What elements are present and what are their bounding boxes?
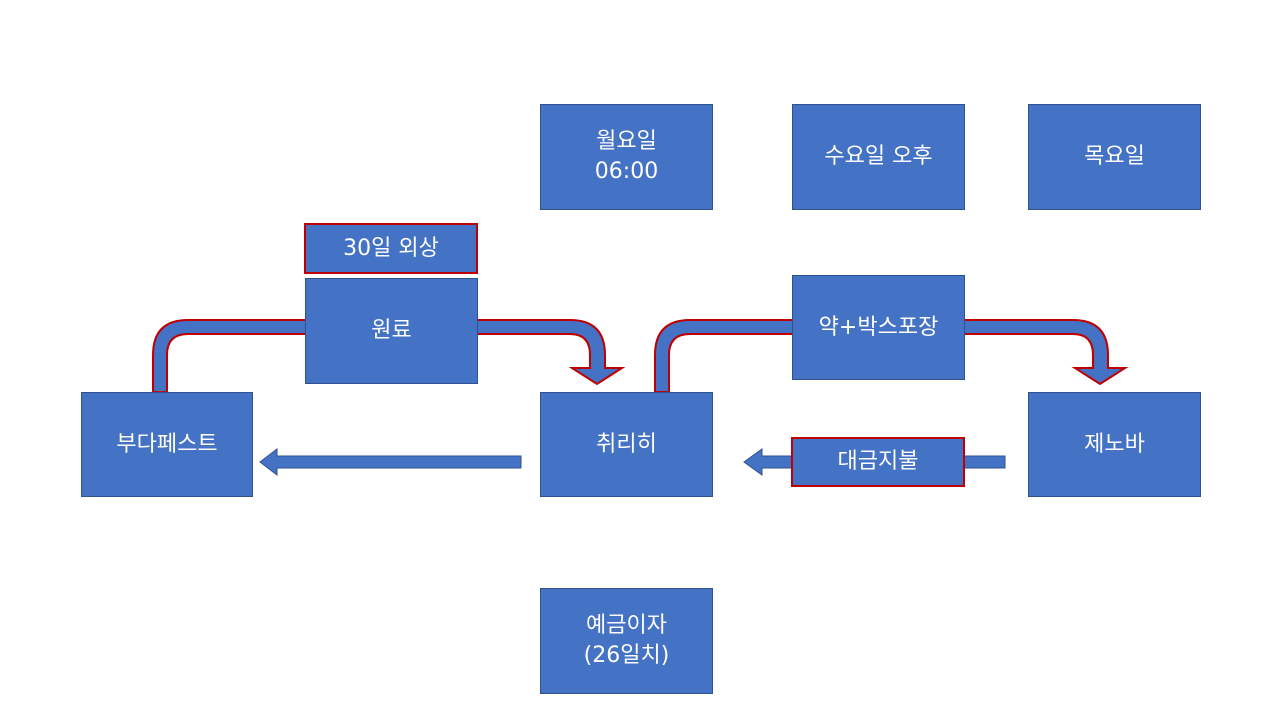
deposit-interest-label: 예금이자 bbox=[586, 613, 667, 638]
monday-box: 월요일 06:00 bbox=[540, 104, 713, 210]
thursday-box: 목요일 bbox=[1028, 104, 1201, 210]
budapest-node: 부다페스트 bbox=[81, 392, 253, 497]
credit-30-days-label: 30일 외상 bbox=[343, 235, 439, 261]
payment-box: 대금지불 bbox=[791, 437, 965, 487]
zurich-node: 취리히 bbox=[540, 392, 713, 497]
budapest-label: 부다페스트 bbox=[116, 431, 218, 457]
raw-material-box: 원료 bbox=[305, 278, 478, 384]
payment-label: 대금지불 bbox=[837, 449, 919, 474]
genoa-label: 제노바 bbox=[1084, 431, 1145, 457]
medicine-box-packing-label: 약+박스포장 bbox=[818, 314, 939, 340]
medicine-box-packing-box: 약+박스포장 bbox=[792, 275, 965, 380]
medicine-box-flow-arrow bbox=[654, 319, 1129, 393]
deposit-interest-box: 예금이자 (26일치) bbox=[540, 588, 713, 694]
zurich-label: 취리히 bbox=[596, 431, 657, 457]
wednesday-afternoon-label: 수요일 오후 bbox=[824, 144, 933, 169]
credit-30-days-box: 30일 외상 bbox=[304, 223, 478, 274]
zurich-to-budapest-arrow bbox=[259, 447, 522, 477]
thursday-label: 목요일 bbox=[1084, 144, 1145, 169]
genoa-node: 제노바 bbox=[1028, 392, 1201, 497]
deposit-interest-days: (26일치) bbox=[583, 643, 670, 668]
monday-time: 06:00 bbox=[594, 159, 659, 184]
raw-material-flow-arrow bbox=[152, 319, 626, 393]
raw-material-label: 원료 bbox=[371, 318, 412, 343]
wednesday-afternoon-box: 수요일 오후 bbox=[792, 104, 965, 210]
monday-label: 월요일 bbox=[596, 129, 657, 154]
